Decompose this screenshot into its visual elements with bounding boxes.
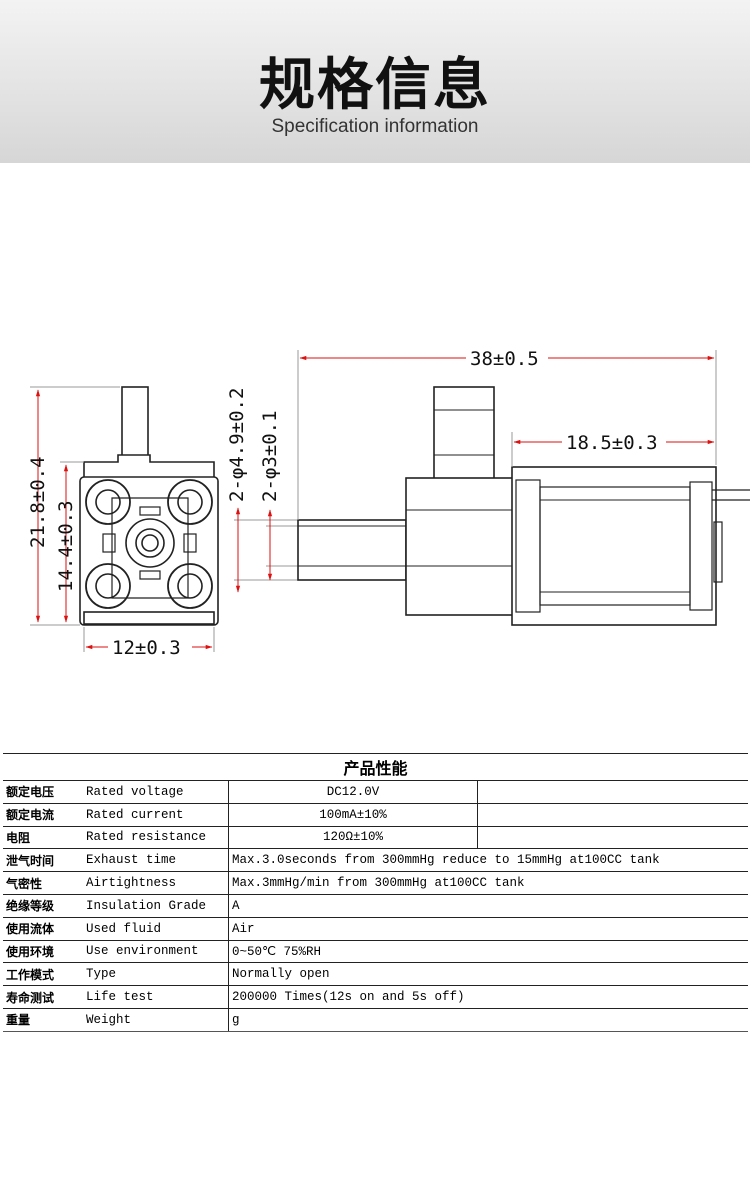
table-row: 使用环境 Use environment 0~50℃ 75%RH	[3, 940, 748, 964]
dim-width: 12±0.3	[112, 637, 181, 659]
spec-table: 产品性能 额定电压 Rated voltage DC12.0V 额定电流 Rat…	[3, 753, 748, 1032]
row-label-cn: 使用环境	[3, 940, 83, 964]
row-label-cn: 电阻	[3, 826, 83, 850]
dim-height-inner: 14.4±0.3	[55, 500, 77, 592]
page-title: 规格信息	[259, 53, 491, 118]
row-label-en: Rated resistance	[83, 826, 229, 850]
table-row: 工作模式 Type Normally open	[3, 962, 748, 987]
dim-width-bg	[108, 636, 192, 658]
row-label-cn: 泄气时间	[3, 848, 83, 873]
row-label-en: Insulation Grade	[83, 894, 229, 918]
spec-table-title-row: 产品性能	[3, 753, 748, 781]
table-row: 寿命测试 Life test 200000 Times(12s on and 5…	[3, 985, 748, 1009]
table-row: 重量 Weight g	[3, 1008, 748, 1032]
page-subtitle: Specification information	[271, 116, 479, 137]
table-row: 额定电压 Rated voltage DC12.0V	[3, 780, 748, 804]
row-value: A	[228, 894, 748, 918]
row-value: 120Ω±10%	[228, 826, 478, 850]
row-extra-cell	[477, 803, 748, 827]
dim-port-outer: 2-φ4.9±0.2	[226, 388, 248, 502]
table-row: 电阻 Rated resistance 120Ω±10%	[3, 826, 748, 850]
row-label-en: Rated voltage	[83, 780, 229, 804]
row-label-en: Airtightness	[83, 871, 229, 895]
row-label-en: Life test	[83, 985, 229, 1009]
table-row: 绝缘等级 Insulation Grade A	[3, 894, 748, 918]
row-label-cn: 额定电流	[3, 803, 83, 827]
row-value: Air	[228, 917, 748, 941]
side-view	[297, 386, 750, 626]
row-label-en: Exhaust time	[83, 848, 229, 873]
row-label-cn: 绝缘等级	[3, 894, 83, 918]
row-label-cn: 额定电压	[3, 780, 83, 804]
dim-length-coil-bg	[562, 430, 666, 454]
header-banner: 规格信息 Specification information	[0, 0, 750, 163]
dim-height-total: 21.8±0.4	[27, 456, 49, 548]
dim-length-total: 38±0.5	[470, 348, 539, 370]
dim-length-coil: 18.5±0.3	[566, 432, 658, 454]
row-label-en: Type	[83, 962, 229, 987]
row-label-cn: 寿命测试	[3, 985, 83, 1009]
port-dimension-lines	[234, 507, 298, 593]
table-row: 泄气时间 Exhaust time Max.3.0seconds from 30…	[3, 848, 748, 873]
row-extra-cell	[477, 780, 748, 804]
row-value: 100mA±10%	[228, 803, 478, 827]
table-row: 额定电流 Rated current 100mA±10%	[3, 803, 748, 827]
row-label-en: Used fluid	[83, 917, 229, 941]
front-view	[79, 386, 219, 626]
row-value: Max.3mmHg/min from 300mmHg at100CC tank	[228, 871, 748, 895]
row-label-cn: 气密性	[3, 871, 83, 895]
row-label-cn: 重量	[3, 1008, 83, 1032]
row-label-en: Use environment	[83, 940, 229, 964]
spec-table-title: 产品性能	[3, 753, 748, 781]
dim-port-inner: 2-φ3±0.1	[259, 410, 281, 502]
row-value: Normally open	[228, 962, 748, 987]
technical-drawing: 21.8±0.4 14.4±0.3 12±0.3 2-φ4.9±0.2 2-φ3…	[27, 346, 750, 659]
table-row: 使用流体 Used fluid Air	[3, 917, 748, 941]
row-label-cn: 使用流体	[3, 917, 83, 941]
row-label-en: Rated current	[83, 803, 229, 827]
row-label-en: Weight	[83, 1008, 229, 1032]
table-row: 气密性 Airtightness Max.3mmHg/min from 300m…	[3, 871, 748, 895]
row-value: 0~50℃ 75%RH	[228, 940, 748, 964]
row-value: Max.3.0seconds from 300mmHg reduce to 15…	[228, 848, 748, 873]
dim-length-total-bg	[466, 346, 548, 370]
row-value: DC12.0V	[228, 780, 478, 804]
row-value: g	[228, 1008, 748, 1032]
row-extra-cell	[477, 826, 748, 850]
row-value: 200000 Times(12s on and 5s off)	[228, 985, 748, 1009]
row-label-cn: 工作模式	[3, 962, 83, 987]
